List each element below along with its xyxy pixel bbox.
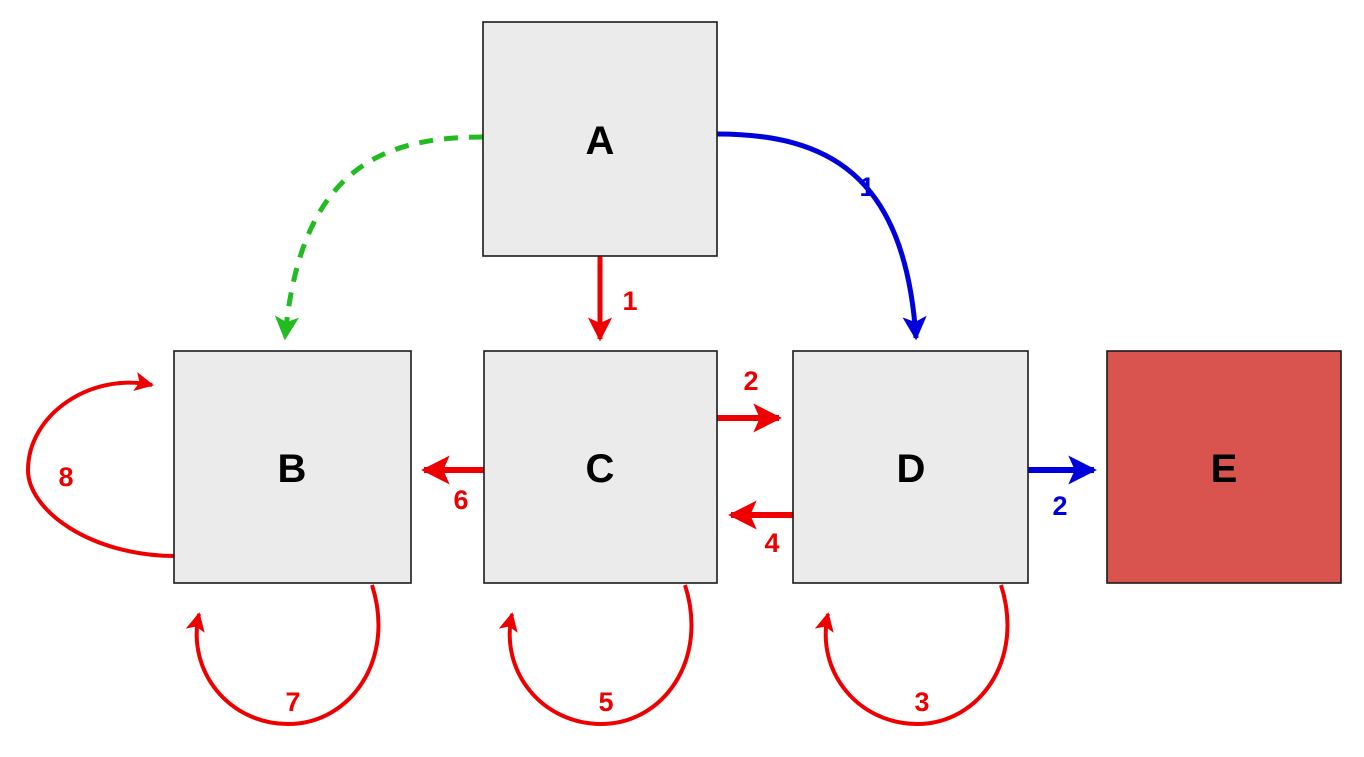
edge-b-self-left-path [25, 371, 177, 558]
edge-d-to-e[interactable]: 2 [1028, 455, 1097, 521]
node-b-label: B [278, 447, 307, 491]
node-e-label: E [1211, 447, 1238, 491]
node-e-rect [1106, 350, 1342, 584]
edge-b-self-left[interactable]: 8 [25, 371, 177, 558]
node-c-label: C [586, 447, 615, 491]
edge-label-c-self-bottom: 5 [598, 687, 613, 717]
edge-d-self-bottom-path [814, 584, 1010, 727]
node-a[interactable]: A [482, 21, 718, 257]
node-e[interactable]: E [1106, 350, 1342, 584]
edge-label-b-self-left: 8 [58, 462, 73, 492]
edge-d-to-c[interactable]: 4 [728, 500, 793, 558]
edge-c-to-b[interactable]: 6 [421, 455, 484, 515]
node-b-rect [173, 350, 412, 584]
edge-a-to-d[interactable]: 1 [716, 131, 927, 341]
edge-label-d-self-bottom: 3 [914, 687, 929, 717]
edge-label-a-to-d: 1 [859, 172, 874, 202]
edge-c-self-bottom-path [498, 584, 694, 727]
edge-c-to-d[interactable]: 2 [717, 366, 782, 433]
node-a-label: A [586, 119, 615, 163]
node-d[interactable]: D [792, 350, 1029, 584]
edge-a-to-b-path [274, 134, 484, 341]
edge-label-c-to-d: 2 [743, 366, 758, 396]
edge-label-a-to-c: 1 [622, 286, 637, 316]
edge-a-to-c[interactable]: 1 [587, 256, 638, 342]
edge-a-to-b[interactable] [274, 134, 484, 341]
edge-b-self-bottom[interactable]: 7 [185, 584, 381, 727]
edge-b-self-bottom-path [185, 584, 381, 727]
node-d-rect [792, 350, 1029, 584]
edge-d-self-bottom[interactable]: 3 [814, 584, 1010, 727]
node-c[interactable]: C [483, 350, 718, 584]
edge-c-self-bottom[interactable]: 5 [498, 584, 694, 727]
edge-label-d-to-e: 2 [1052, 491, 1067, 521]
edge-label-d-to-c: 4 [764, 528, 779, 558]
node-c-rect [483, 350, 718, 584]
edge-label-c-to-b: 6 [453, 485, 468, 515]
node-b[interactable]: B [173, 350, 412, 584]
edge-label-b-self-bottom: 7 [285, 687, 300, 717]
edge-a-to-d-path [716, 131, 927, 341]
node-a-rect [482, 21, 718, 257]
node-d-label: D [897, 447, 926, 491]
